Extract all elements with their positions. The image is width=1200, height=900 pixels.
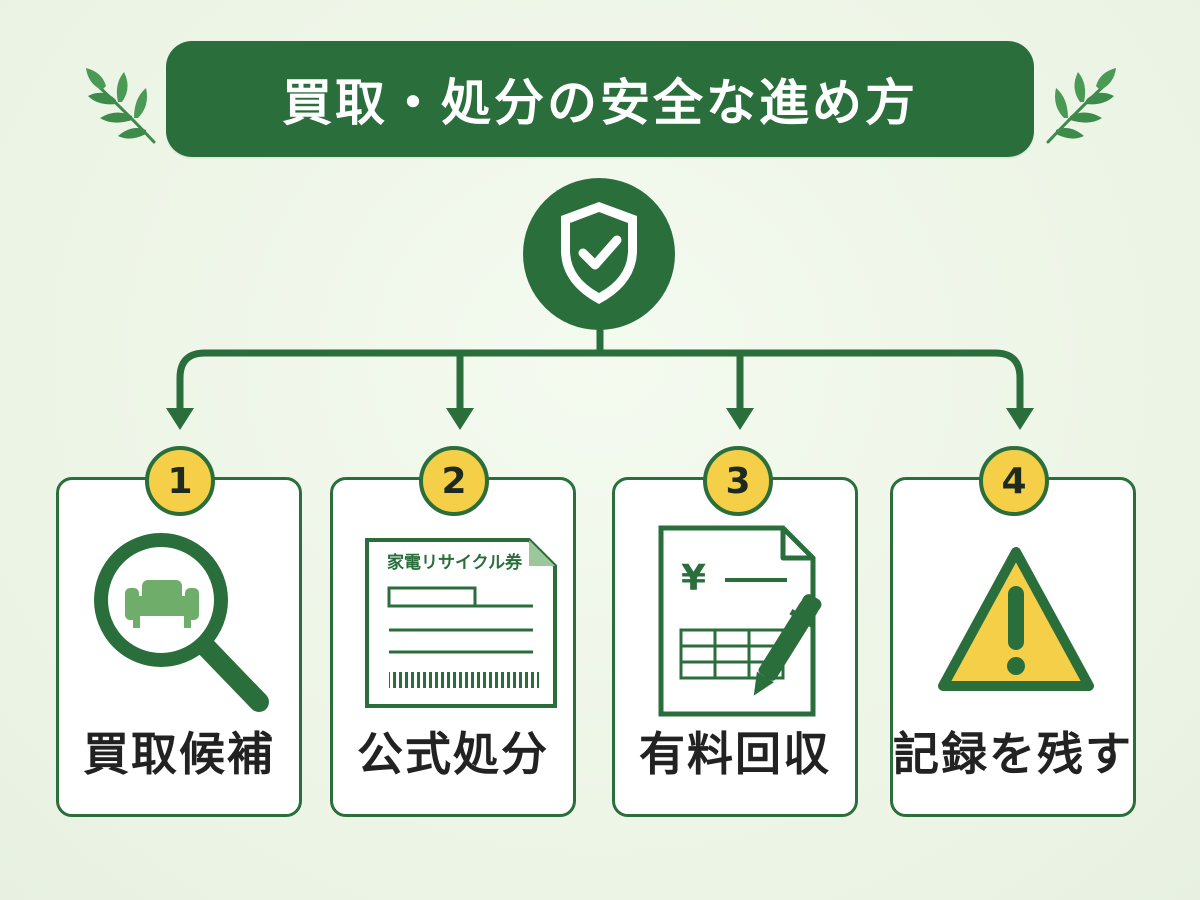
- left-leaf-icon: [86, 68, 156, 144]
- arrow-head-4: [1006, 408, 1034, 430]
- ticket-title: 家電リサイクル券: [387, 552, 523, 573]
- step-card-1: 買取候補: [56, 477, 302, 817]
- step-badge-2: 2: [419, 446, 489, 516]
- step-label-3: 有料回収: [639, 727, 831, 781]
- title-banner: 買取・処分の安全な進め方: [166, 41, 1034, 157]
- arrow-head-3: [726, 408, 754, 430]
- magnifier-armchair-icon: [94, 533, 269, 712]
- step-card-2: 家電リサイクル券 公式処分: [330, 477, 576, 817]
- step-badge-4: 4: [979, 446, 1049, 516]
- arrow-head-1: [166, 408, 194, 430]
- yen-symbol: ¥: [681, 558, 706, 599]
- step-card-4: 記録を残す: [890, 477, 1136, 817]
- step-label-1: 買取候補: [83, 727, 275, 781]
- shield-check-icon: [523, 178, 675, 330]
- invoice-pen-icon: ¥: [658, 525, 822, 717]
- step-badge-3: 3: [703, 446, 773, 516]
- step-badge-1: 1: [145, 446, 215, 516]
- step-label-4: 記録を残す: [893, 727, 1133, 781]
- page-title: 買取・処分の安全な進め方: [282, 74, 918, 132]
- warning-icon: [938, 547, 1094, 691]
- recycle-ticket-icon: 家電リサイクル券: [365, 538, 557, 708]
- arrow-head-2: [446, 408, 474, 430]
- step-label-2: 公式処分: [357, 727, 549, 781]
- right-leaf-icon: [1046, 68, 1116, 144]
- step-card-3: ¥ 有料回収: [612, 477, 858, 817]
